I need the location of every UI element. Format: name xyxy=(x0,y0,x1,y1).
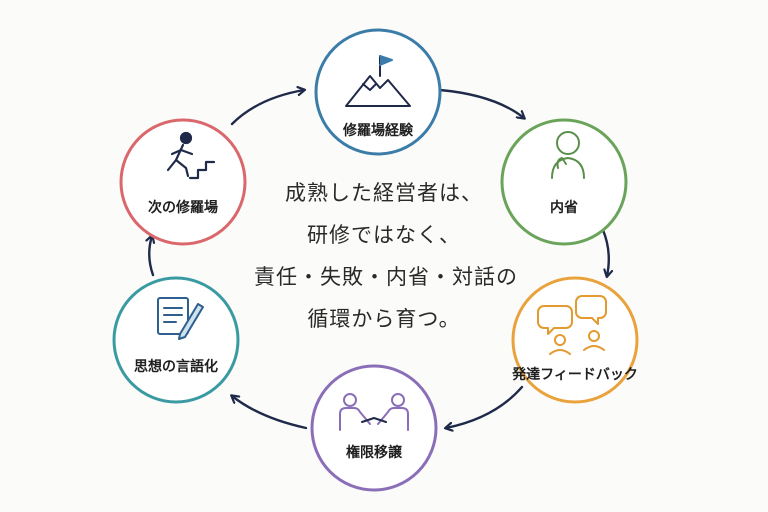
node-label-next: 次の修羅場 xyxy=(148,200,218,216)
thinking-person-icon xyxy=(551,131,585,179)
arrow-2 xyxy=(601,228,609,276)
node-label-gengoka: 思想の言語化 xyxy=(134,359,218,375)
center-message: 成熟した経営者は、 研修ではなく、 責任・失敗・内省・対話の 循環から育つ。 xyxy=(254,172,518,340)
node-circle-next xyxy=(119,118,247,246)
climbing-stairs-icon xyxy=(166,131,216,180)
node-circle-naisei xyxy=(500,118,628,246)
handshake-icon xyxy=(339,393,409,431)
mountain-flag-icon xyxy=(345,55,411,107)
arrow-4 xyxy=(232,396,308,430)
node-circle-gengoka xyxy=(112,276,240,404)
arrow-1 xyxy=(438,88,524,118)
arrow-6 xyxy=(230,90,304,126)
center-line-1: 成熟した経営者は、 xyxy=(285,181,483,205)
node-circle-ijou xyxy=(310,364,438,492)
speech-bubbles-icon xyxy=(537,295,607,355)
center-line-3: 責任・失敗・内省・対話の xyxy=(254,265,518,289)
center-line-4: 循環から育つ。 xyxy=(307,307,461,331)
node-label-naisei: 内省 xyxy=(550,200,578,216)
center-line-2: 研修ではなく、 xyxy=(307,223,461,247)
arrow-5 xyxy=(149,236,153,277)
document-pen-icon xyxy=(157,297,204,340)
arrow-3 xyxy=(446,385,524,428)
node-label-shuraba: 修羅場経験 xyxy=(343,123,413,139)
node-circle-shuraba xyxy=(314,28,442,156)
node-label-ijou: 権限移譲 xyxy=(346,445,402,461)
node-label-feedback: 発達フィードバック xyxy=(512,367,638,383)
